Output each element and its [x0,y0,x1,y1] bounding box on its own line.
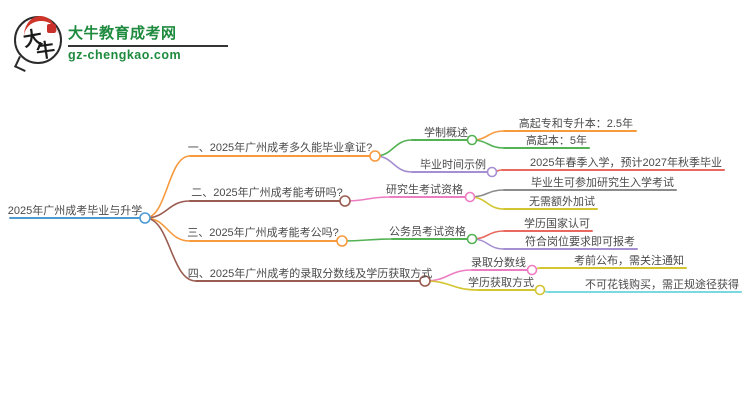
logo-text-block: 大牛教育成考网 gz-chengkao.com [68,22,228,62]
node-label-branch2[interactable]: 二、2025年广州成考能考研吗? [191,185,343,199]
connector-branch4-diploma [424,280,479,291]
node-label-leaf-state-recognized[interactable]: 学历国家认可 [524,216,590,230]
site-domain: gz-chengkao.com [68,48,182,62]
node-label-branch4[interactable]: 四、2025年广州成考的录取分数线及学历获取方式 [188,266,432,280]
logo-bubble: 大 牛 [14,14,62,64]
node-label-leaf-5years[interactable]: 高起本：5年 [526,133,587,147]
logo-divider [68,45,228,47]
toggle-schooling[interactable] [466,134,478,146]
node-label-leaf-no-extra-test[interactable]: 无需额外加试 [529,195,595,208]
connector-branch3-civil [341,238,393,242]
node-label-root[interactable]: 2025年广州成考毕业与升学 [8,203,142,217]
connector-branch1-timeline [374,155,413,173]
node-label-leaf-no-purchase[interactable]: 不可花钱购买，需正规途径获得 [585,277,739,291]
node-label-branch1[interactable]: 一、2025年广州成考多久能毕业拿证? [188,140,373,154]
toggle-diploma[interactable] [534,284,546,296]
toggle-branch2[interactable] [339,195,351,207]
toggle-branch4[interactable] [419,275,431,287]
node-label-diploma[interactable]: 学历获取方式 [468,275,534,289]
toggle-postgrad[interactable] [464,191,476,203]
toggle-branch3[interactable] [336,235,348,247]
node-label-leaf-25years[interactable]: 高起专和专升本：2.5年 [519,116,633,130]
node-label-leaf-postgrad-exam[interactable]: 毕业生可参加研究生入学考试 [531,175,674,189]
site-name: 大牛教育成考网 [68,25,177,42]
node-label-postgrad[interactable]: 研究生考试资格 [386,182,463,196]
node-label-timeline[interactable]: 毕业时间示例 [420,157,486,171]
node-label-civil[interactable]: 公务员考试资格 [389,224,466,238]
connector-branch2-postgrad [344,196,391,202]
node-label-leaf-post-requirements[interactable]: 符合岗位要求即可报考 [525,234,635,248]
node-label-scoreline[interactable]: 录取分数线 [471,255,526,269]
connector-branch1-schooling [374,139,413,157]
toggle-root[interactable] [139,212,151,224]
connector-root-branch4 [144,217,197,282]
node-label-schooling[interactable]: 学制概述 [424,125,468,139]
connector-postgrad-leaf2 [469,196,505,210]
site-logo: 大 牛 大牛教育成考网 gz-chengkao.com [10,12,240,72]
node-label-leaf-graduation-example[interactable]: 2025年春季入学，预计2027年秋季毕业 [530,155,722,169]
node-label-leaf-score-announce[interactable]: 考前公布，需关注通知 [574,253,684,267]
toggle-civil[interactable] [466,233,478,245]
node-label-branch3[interactable]: 三、2025年广州成考能考公吗? [187,225,339,239]
connector-root-branch3 [144,217,191,242]
toggle-branch1[interactable] [369,150,381,162]
connector-root-branch1 [144,155,191,219]
logo-seal-icon [47,24,56,33]
toggle-timeline[interactable] [486,166,498,178]
toggle-scoreline[interactable] [526,264,538,276]
